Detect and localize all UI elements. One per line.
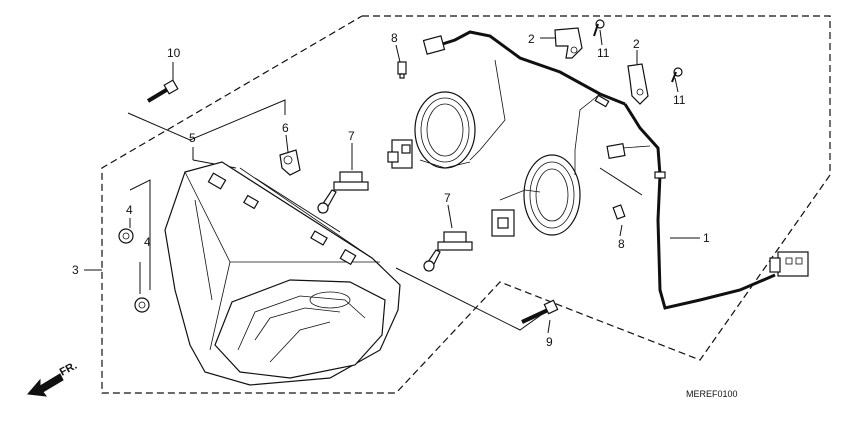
bracket-upper — [554, 27, 583, 59]
callout-8-lower: 8 — [618, 237, 625, 251]
halogen-bulb-upper — [317, 171, 369, 214]
callout-5: 5 — [189, 131, 196, 145]
screw-right — [671, 67, 683, 83]
wire-harness — [422, 30, 809, 310]
callout-labels: 10 5 4 4 3 6 7 7 8 8 9 2 11 2 11 1 — [72, 31, 710, 349]
callout-3: 3 — [72, 263, 79, 277]
bulb-boot-upper — [414, 91, 476, 169]
callout-7-lower: 7 — [444, 191, 451, 205]
leader-lines — [84, 29, 700, 334]
callout-2-upper: 2 — [528, 32, 535, 46]
assembly-boundary — [101, 15, 831, 394]
callout-6: 6 — [282, 121, 289, 135]
position-light-socket — [279, 149, 301, 176]
connector-lower — [491, 209, 515, 237]
position-bulb-upper — [397, 61, 407, 79]
callout-2-right: 2 — [633, 37, 640, 51]
callout-1: 1 — [703, 231, 710, 245]
callout-8-upper: 8 — [391, 31, 398, 45]
bulb-boot-lower — [523, 154, 581, 236]
grommet-lower — [134, 297, 150, 313]
callout-7-upper: 7 — [348, 129, 355, 143]
bolt-upper-left — [146, 79, 179, 103]
grommet-upper — [118, 228, 134, 244]
position-bulb-lower — [612, 204, 626, 220]
front-direction-label: FR. — [58, 360, 79, 379]
callout-10: 10 — [167, 46, 181, 60]
connector-upper — [387, 139, 413, 169]
callout-4-lower: 4 — [144, 235, 151, 249]
headlight-lens — [214, 279, 386, 379]
callout-11-upper: 11 — [597, 46, 610, 60]
screw-upper — [593, 19, 605, 37]
front-direction-arrow: FR. — [27, 360, 79, 397]
callout-11-right: 11 — [673, 93, 686, 107]
callout-9: 9 — [546, 335, 553, 349]
drawing-code: MEREF0100 — [686, 389, 738, 399]
callout-4-upper: 4 — [126, 203, 133, 217]
headlight-mounting-tabs — [207, 172, 357, 266]
bracket-right — [627, 63, 649, 105]
bolt-lower — [521, 299, 559, 324]
halogen-bulb-lower — [423, 231, 473, 272]
